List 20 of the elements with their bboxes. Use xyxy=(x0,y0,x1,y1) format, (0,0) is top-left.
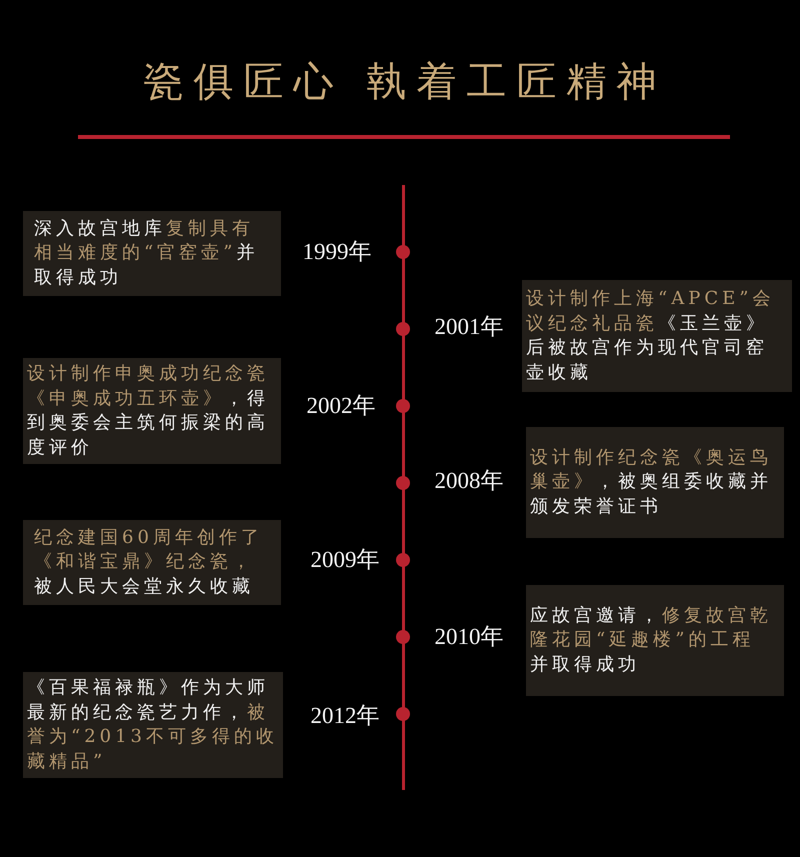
year-label: 2002年 xyxy=(306,392,376,420)
event-card xyxy=(23,520,281,605)
event-card xyxy=(526,427,784,538)
year-label: 2010年 xyxy=(434,623,504,651)
year-label: 2012年 xyxy=(310,702,380,730)
year-label: 2001年 xyxy=(434,313,504,341)
event-description: 设计制作纪念瓷《奥运鸟巢壶》，被奥组委收藏并颁发荣誉证书 xyxy=(530,446,773,519)
event-card xyxy=(526,585,784,696)
event-description: 应故宫邀请，修复故宫乾隆花园“延趣楼”的工程并取得成功 xyxy=(530,604,773,677)
event-description: 设计制作申奥成功纪念瓷《申奥成功五环壶》，得到奥委会主筑何振梁的高度评价 xyxy=(27,362,270,460)
event-description: 《百果福禄瓶》作为大师最新的纪念瓷艺力作，被誉为“2013不可多得的收藏精品” xyxy=(27,676,279,774)
page-title: 瓷俱匠心 執着工匠精神 xyxy=(142,58,666,107)
event-card xyxy=(522,280,792,392)
year-label: 2009年 xyxy=(310,546,380,574)
event-description: 深入故宫地库复制具有相当难度的“官窑壶”并取得成功 xyxy=(34,216,260,290)
event-description: 纪念建国60周年创作了《和谐宝鼎》纪念瓷，被人民大会堂永久收藏 xyxy=(34,526,264,599)
year-label: 2008年 xyxy=(434,467,504,495)
event-card xyxy=(23,211,281,296)
year-label: 1999年 xyxy=(302,238,372,266)
event-description: 设计制作上海“APCE”会议纪念礼品瓷《玉兰壶》后被故宫作为现代官司窑壶收藏 xyxy=(526,287,776,384)
